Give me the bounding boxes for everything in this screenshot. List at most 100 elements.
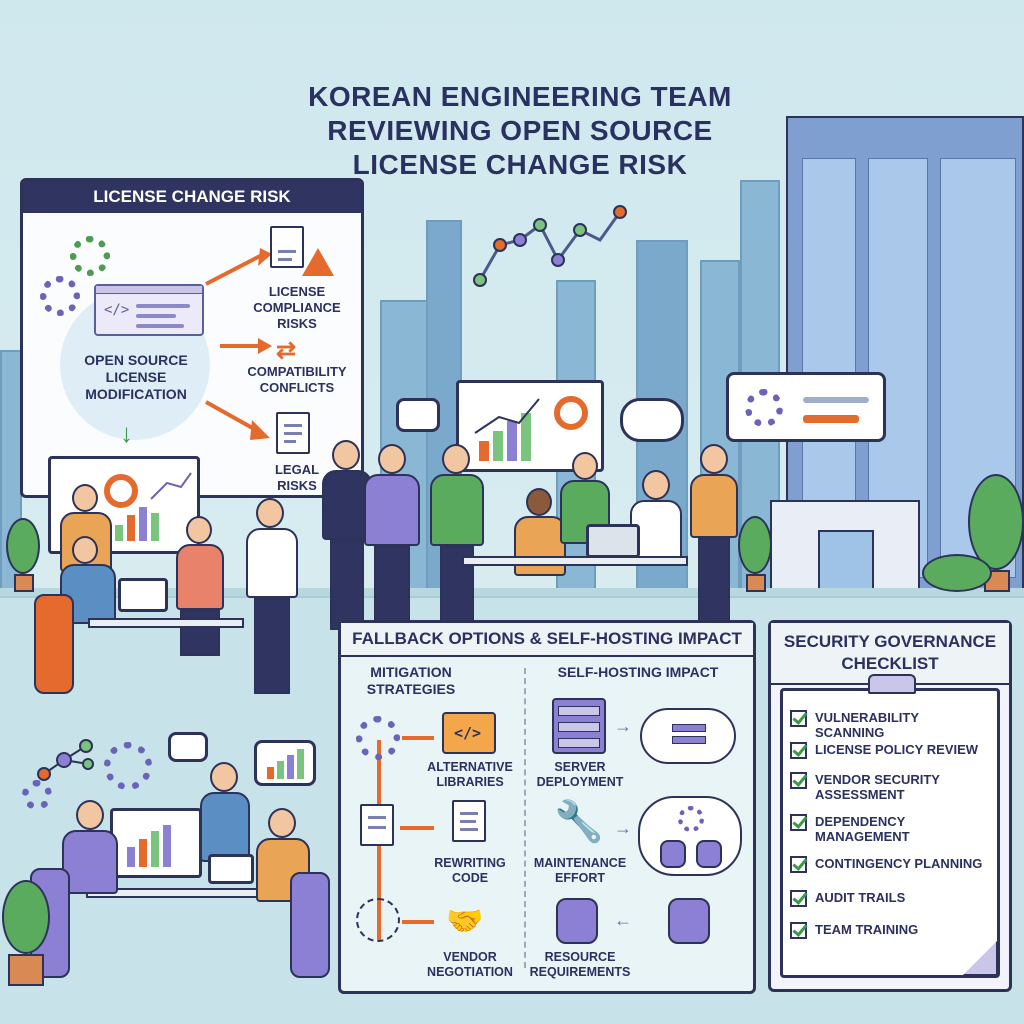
- mitigation-item: VENDOR NEGOTIATION: [410, 950, 530, 980]
- checkbox-icon: [790, 890, 807, 907]
- risk-label-legal: LEGAL RISKS: [242, 462, 352, 494]
- warning-document-icon: [270, 226, 304, 268]
- monitor-bar: [151, 513, 159, 541]
- item-line: VENDOR SECURITY: [815, 772, 940, 787]
- person-head: [700, 444, 728, 474]
- plant-pot: [746, 574, 766, 592]
- risk-arrow: [205, 400, 257, 432]
- code-brackets-icon: </>: [454, 724, 482, 742]
- clipboard-clip-icon: [868, 674, 916, 694]
- presentation-board: [456, 380, 604, 472]
- item-line: ALTERNATIVE: [427, 760, 513, 774]
- board-donut: [554, 396, 588, 430]
- bubble-bar-chart: [267, 749, 304, 779]
- network-nodes-icon: [356, 898, 400, 942]
- center-label-line: MODIFICATION: [85, 386, 187, 402]
- sky-line-chart: [473, 205, 627, 287]
- risk-label-line: COMPATIBILITY: [247, 364, 347, 379]
- arrow-left-icon: ←: [614, 910, 632, 930]
- sky-chart-point: [613, 205, 627, 219]
- speech-bubble: [396, 398, 440, 432]
- arrow-right-icon: →: [614, 818, 632, 838]
- checkbox-icon: [790, 922, 807, 939]
- cloud-database-icon: [638, 796, 742, 876]
- code-document-icon: [452, 800, 486, 842]
- item-line: LIBRARIES: [436, 775, 504, 789]
- risk-label-line: LICENSE: [268, 284, 326, 299]
- checklist-item: TEAM TRAINING: [790, 922, 990, 939]
- gear-icon: [70, 236, 110, 276]
- monitor-bar: [127, 515, 135, 541]
- database-cylinder: [696, 840, 722, 868]
- database-gear-icon: [668, 898, 710, 944]
- plant-leaf: [2, 880, 50, 954]
- plant-leaf: [738, 516, 772, 574]
- board-bar-chart: [474, 396, 588, 461]
- person-head: [378, 444, 406, 474]
- heading-line: MITIGATION: [370, 664, 452, 680]
- item-line: SERVER: [554, 760, 606, 774]
- person-head: [72, 536, 98, 564]
- person-body: [514, 516, 566, 576]
- code-window-titlebar: [96, 286, 202, 294]
- mitigation-item: REWRITING CODE: [420, 856, 520, 886]
- person-skirt: [180, 610, 220, 656]
- person-legs: [254, 598, 290, 694]
- bubble-bar: [287, 755, 294, 779]
- board-trend-line: [474, 398, 540, 434]
- checklist-item: VULNERABILITY SCANNING: [790, 710, 990, 740]
- doc-line: [284, 424, 302, 427]
- person-body: [430, 474, 484, 546]
- person-head: [442, 444, 470, 474]
- checklist-document-icon: [360, 804, 394, 846]
- person-head: [76, 800, 104, 830]
- person-body: [322, 470, 372, 540]
- laptop: [118, 578, 168, 612]
- code-line: [136, 324, 184, 328]
- self-hosting-item: MAINTENANCE EFFORT: [526, 856, 634, 886]
- item-line: NEGOTIATION: [427, 965, 513, 979]
- bubble-bar: [267, 767, 274, 779]
- person-body: [246, 528, 298, 598]
- mitigation-heading: MITIGATION STRATEGIES: [346, 664, 476, 698]
- speech-bubble: [168, 732, 208, 762]
- graph-node: [56, 752, 72, 768]
- gear-icon: [745, 389, 783, 427]
- doc-line: [460, 812, 478, 815]
- graph-node: [37, 767, 51, 781]
- sky-chart-point: [533, 218, 547, 232]
- bubble-bar: [297, 749, 304, 779]
- bubble-line: [803, 397, 869, 403]
- item-line: DEPENDENCY: [815, 814, 906, 829]
- item-line: TEAM TRAINING: [815, 922, 919, 937]
- item-line: VULNERABILITY SCANNING: [815, 710, 919, 740]
- handshake-icon: 🤝: [446, 905, 484, 938]
- sky-chart-point: [513, 233, 527, 247]
- graph-node: [82, 758, 94, 770]
- warning-triangle-icon: [302, 248, 334, 276]
- board-bar: [521, 413, 531, 461]
- checklist-item-label: LICENSE POLICY REVIEW: [815, 742, 978, 757]
- risk-arrows: [205, 248, 272, 440]
- person-head: [186, 516, 212, 544]
- cloud-bubble: [620, 398, 684, 442]
- person-head: [332, 440, 360, 470]
- gear-icon: [104, 742, 152, 790]
- person-head: [642, 470, 670, 500]
- checklist-item: CONTINGENCY PLANNING: [790, 856, 990, 873]
- risk-label-line: RISKS: [277, 478, 317, 493]
- desktop-bar: [151, 831, 159, 867]
- item-line: REWRITING: [434, 856, 506, 870]
- monitor-chart: [104, 472, 192, 541]
- clipboard: [780, 688, 1000, 978]
- flow-arrow: [402, 920, 434, 924]
- shrub: [922, 554, 992, 592]
- server-slot: [558, 706, 600, 716]
- doc-line: [460, 820, 476, 823]
- gear-icon: [356, 716, 400, 760]
- sky-chart-point: [473, 273, 487, 287]
- checklist-item: LICENSE POLICY REVIEW: [790, 742, 990, 759]
- checkbox-icon: [790, 856, 807, 873]
- fallback-panel-heading: FALLBACK OPTIONS & SELF-HOSTING IMPACT: [341, 623, 753, 657]
- desktop-bar: [127, 847, 135, 867]
